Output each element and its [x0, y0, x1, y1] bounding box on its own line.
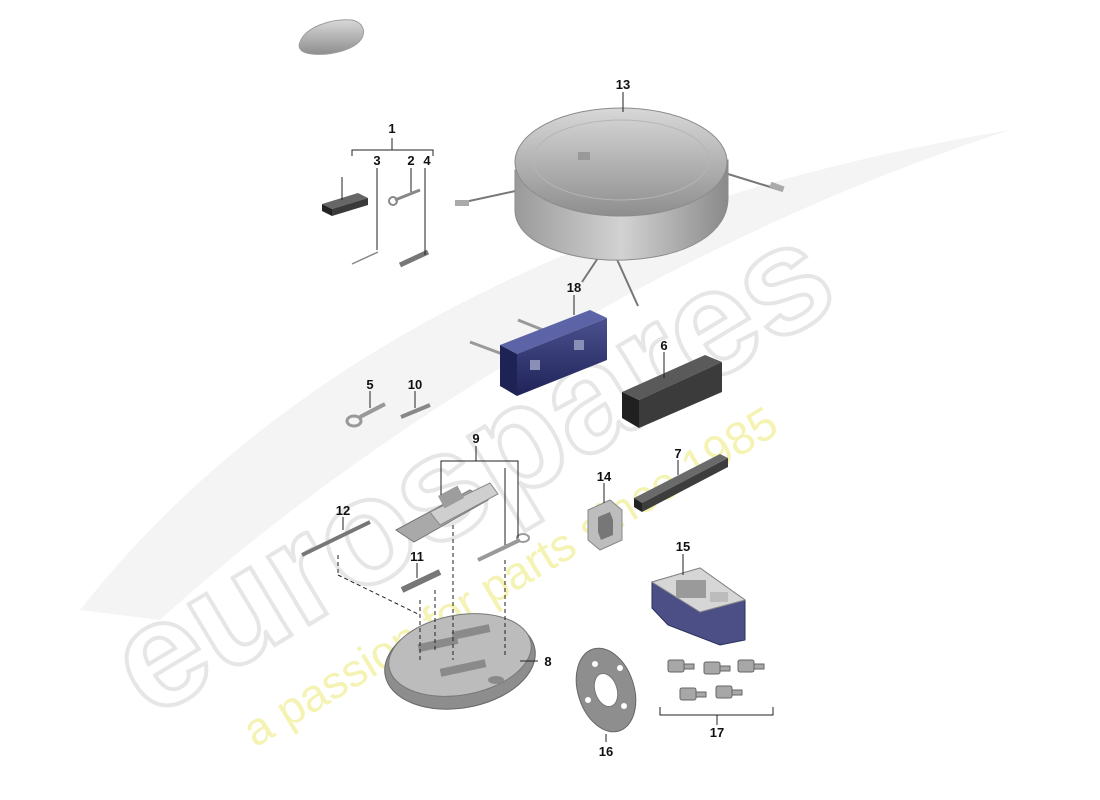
callout-6: 6 — [660, 338, 667, 353]
part-15-tool-tray[interactable] — [650, 567, 747, 646]
callout-17: 17 — [710, 725, 724, 740]
part-14-foam-ring[interactable] — [587, 499, 623, 551]
part-18-foam-insert[interactable] — [469, 310, 607, 396]
callout-16: 16 — [599, 744, 613, 759]
watermark-swoosh — [80, 130, 1010, 620]
part-17-wheel-bolts[interactable] — [667, 659, 765, 701]
callout-1: 1 — [388, 121, 395, 136]
callout-numbers: 1 2 3 4 5 6 7 8 9 10 11 12 13 14 15 16 1… — [336, 77, 724, 759]
callout-13: 13 — [616, 77, 630, 92]
part-11-adapter[interactable] — [400, 569, 442, 593]
callout-10: 10 — [408, 377, 422, 392]
part-5-towing-eye[interactable] — [345, 402, 386, 428]
part-9-jack[interactable] — [395, 482, 530, 562]
part-7-foam-strip[interactable] — [634, 454, 728, 512]
callout-15: 15 — [676, 539, 690, 554]
callout-18: 18 — [567, 280, 581, 295]
leader-lines — [337, 92, 774, 742]
callout-12: 12 — [336, 503, 350, 518]
part-3-tool-pouch[interactable] — [322, 193, 368, 216]
part-13-spare-wheel-bag[interactable] — [455, 107, 785, 307]
callout-8: 8 — [544, 654, 551, 669]
callout-4: 4 — [423, 153, 431, 168]
part-8-foam-tray[interactable] — [377, 603, 543, 720]
callout-5: 5 — [366, 377, 373, 392]
part-4-screwdriver[interactable] — [351, 249, 430, 268]
part-16-wheel-spacer[interactable] — [566, 640, 646, 739]
part-2-wrench[interactable] — [388, 188, 421, 206]
callout-14: 14 — [597, 469, 612, 484]
callout-2: 2 — [407, 153, 414, 168]
part-10-pin[interactable] — [400, 403, 431, 419]
callout-3: 3 — [373, 153, 380, 168]
part-6-foam-block[interactable] — [622, 355, 722, 428]
callout-9: 9 — [472, 431, 479, 446]
part-12-rod[interactable] — [301, 520, 371, 557]
callout-11: 11 — [410, 549, 424, 564]
callout-7: 7 — [674, 446, 681, 461]
car-silhouette-icon — [298, 19, 365, 55]
